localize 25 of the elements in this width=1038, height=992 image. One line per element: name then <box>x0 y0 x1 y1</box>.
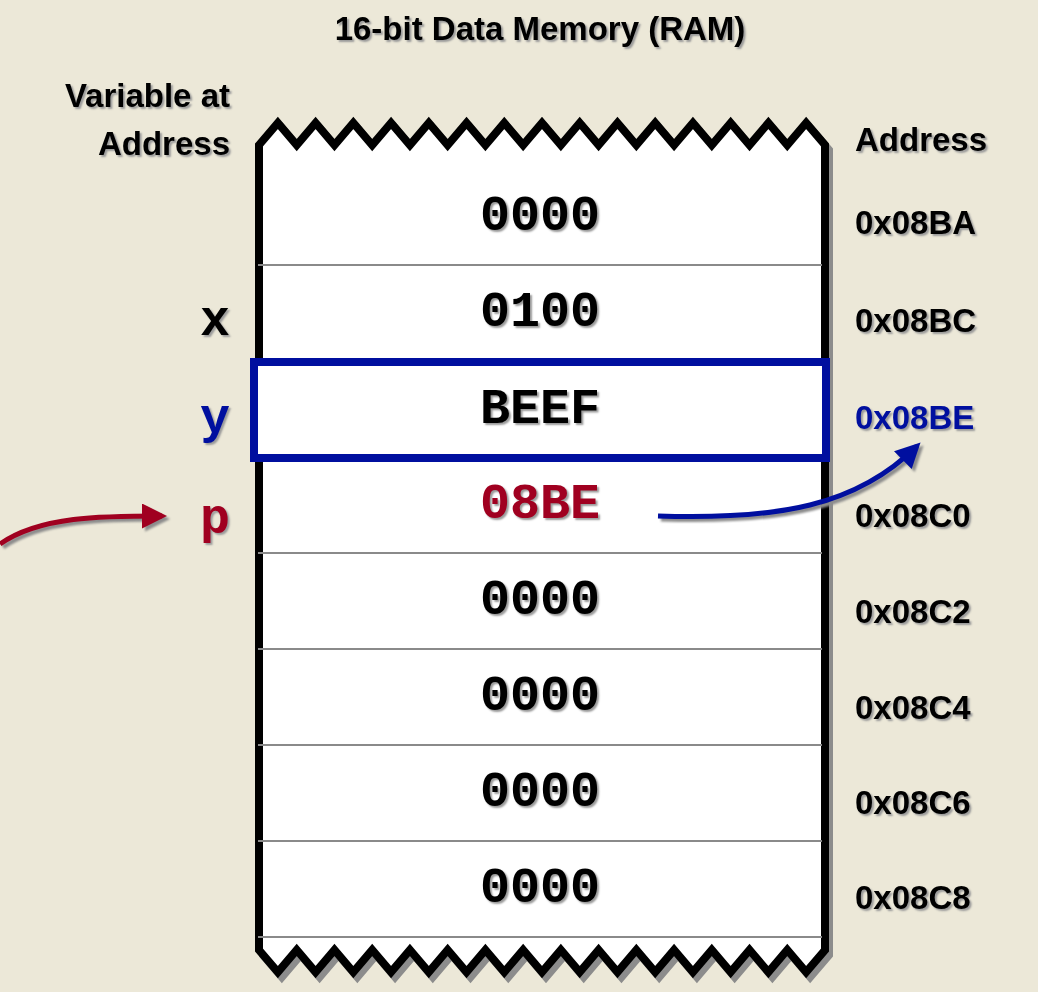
variable-name: x <box>199 292 230 352</box>
address-text: 0x08C6 <box>855 783 972 823</box>
variable-name: y <box>199 390 230 450</box>
address-text: 0x08C4 <box>855 688 972 728</box>
arrow <box>0 503 167 547</box>
highlighted-memory-cell <box>250 358 830 462</box>
address-text: 0x08C0 <box>855 496 972 536</box>
address-text: 0x08C8 <box>855 878 972 918</box>
hex-value: 08BE <box>480 480 600 530</box>
arrow <box>657 442 921 520</box>
variable-name: p <box>150 490 230 550</box>
hex-value: 0000 <box>480 864 600 914</box>
hex-value: 0000 <box>480 576 600 626</box>
column-heading: Variable at Address <box>63 76 230 164</box>
address-text: 0x08C2 <box>855 592 972 632</box>
address-text: 0x08BE <box>855 390 1035 446</box>
hex-value: 0000 <box>480 768 600 818</box>
hex-value: BEEF <box>480 385 600 435</box>
hex-value: 0000 <box>480 672 600 722</box>
address-text: 0x08BC <box>855 301 978 341</box>
hex-value: 0000 <box>480 192 600 242</box>
memory-heading: 16-bit Data Memory (RAM) <box>333 9 747 49</box>
hex-value: 0100 <box>480 288 600 338</box>
address-text: Address <box>855 120 989 160</box>
address-text: 0x08BA <box>855 203 978 243</box>
